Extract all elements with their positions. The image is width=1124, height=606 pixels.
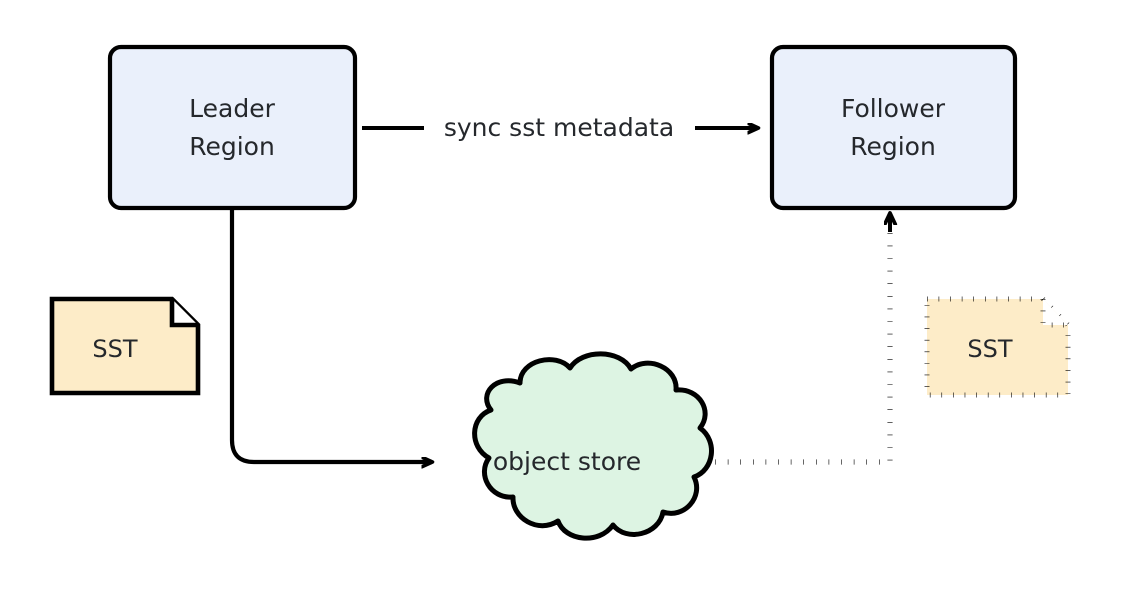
sst-leader-label: SST: [92, 335, 137, 363]
follower-fetch-path: [690, 222, 893, 465]
node-sst-follower[interactable]: SST: [924, 296, 1071, 398]
node-sst-leader[interactable]: SST: [49, 296, 201, 396]
sst-leader-fold-corner: [169, 299, 198, 328]
leader-upload-path: [229, 210, 432, 462]
sst-follower-fold-corner: [1040, 299, 1068, 328]
sst-follower-note-body[interactable]: [924, 296, 1071, 398]
node-leader-region[interactable]: Leader Region: [107, 44, 358, 211]
leader-region-label-line1: Leader: [189, 94, 275, 123]
sst-follower-label: SST: [967, 335, 1012, 363]
sst-leader-note-body[interactable]: [49, 296, 201, 396]
edge-leader-upload[interactable]: [229, 210, 432, 462]
follower-region-label-line2: Region: [850, 132, 936, 161]
leader-region-label-line2: Region: [189, 132, 275, 161]
node-follower-region[interactable]: Follower Region: [769, 44, 1018, 211]
leader-region-box[interactable]: [107, 44, 358, 211]
object-store-label: object store: [493, 447, 641, 476]
node-object-store[interactable]: object store: [472, 351, 714, 541]
object-store-cloud-shape[interactable]: [472, 351, 714, 541]
sync-metadata-label: sync sst metadata: [444, 113, 674, 142]
edge-sync-metadata[interactable]: sync sst metadata: [362, 113, 758, 142]
edge-follower-fetch[interactable]: [690, 214, 893, 465]
follower-region-box[interactable]: [769, 44, 1018, 211]
follower-region-label-line1: Follower: [841, 94, 946, 123]
